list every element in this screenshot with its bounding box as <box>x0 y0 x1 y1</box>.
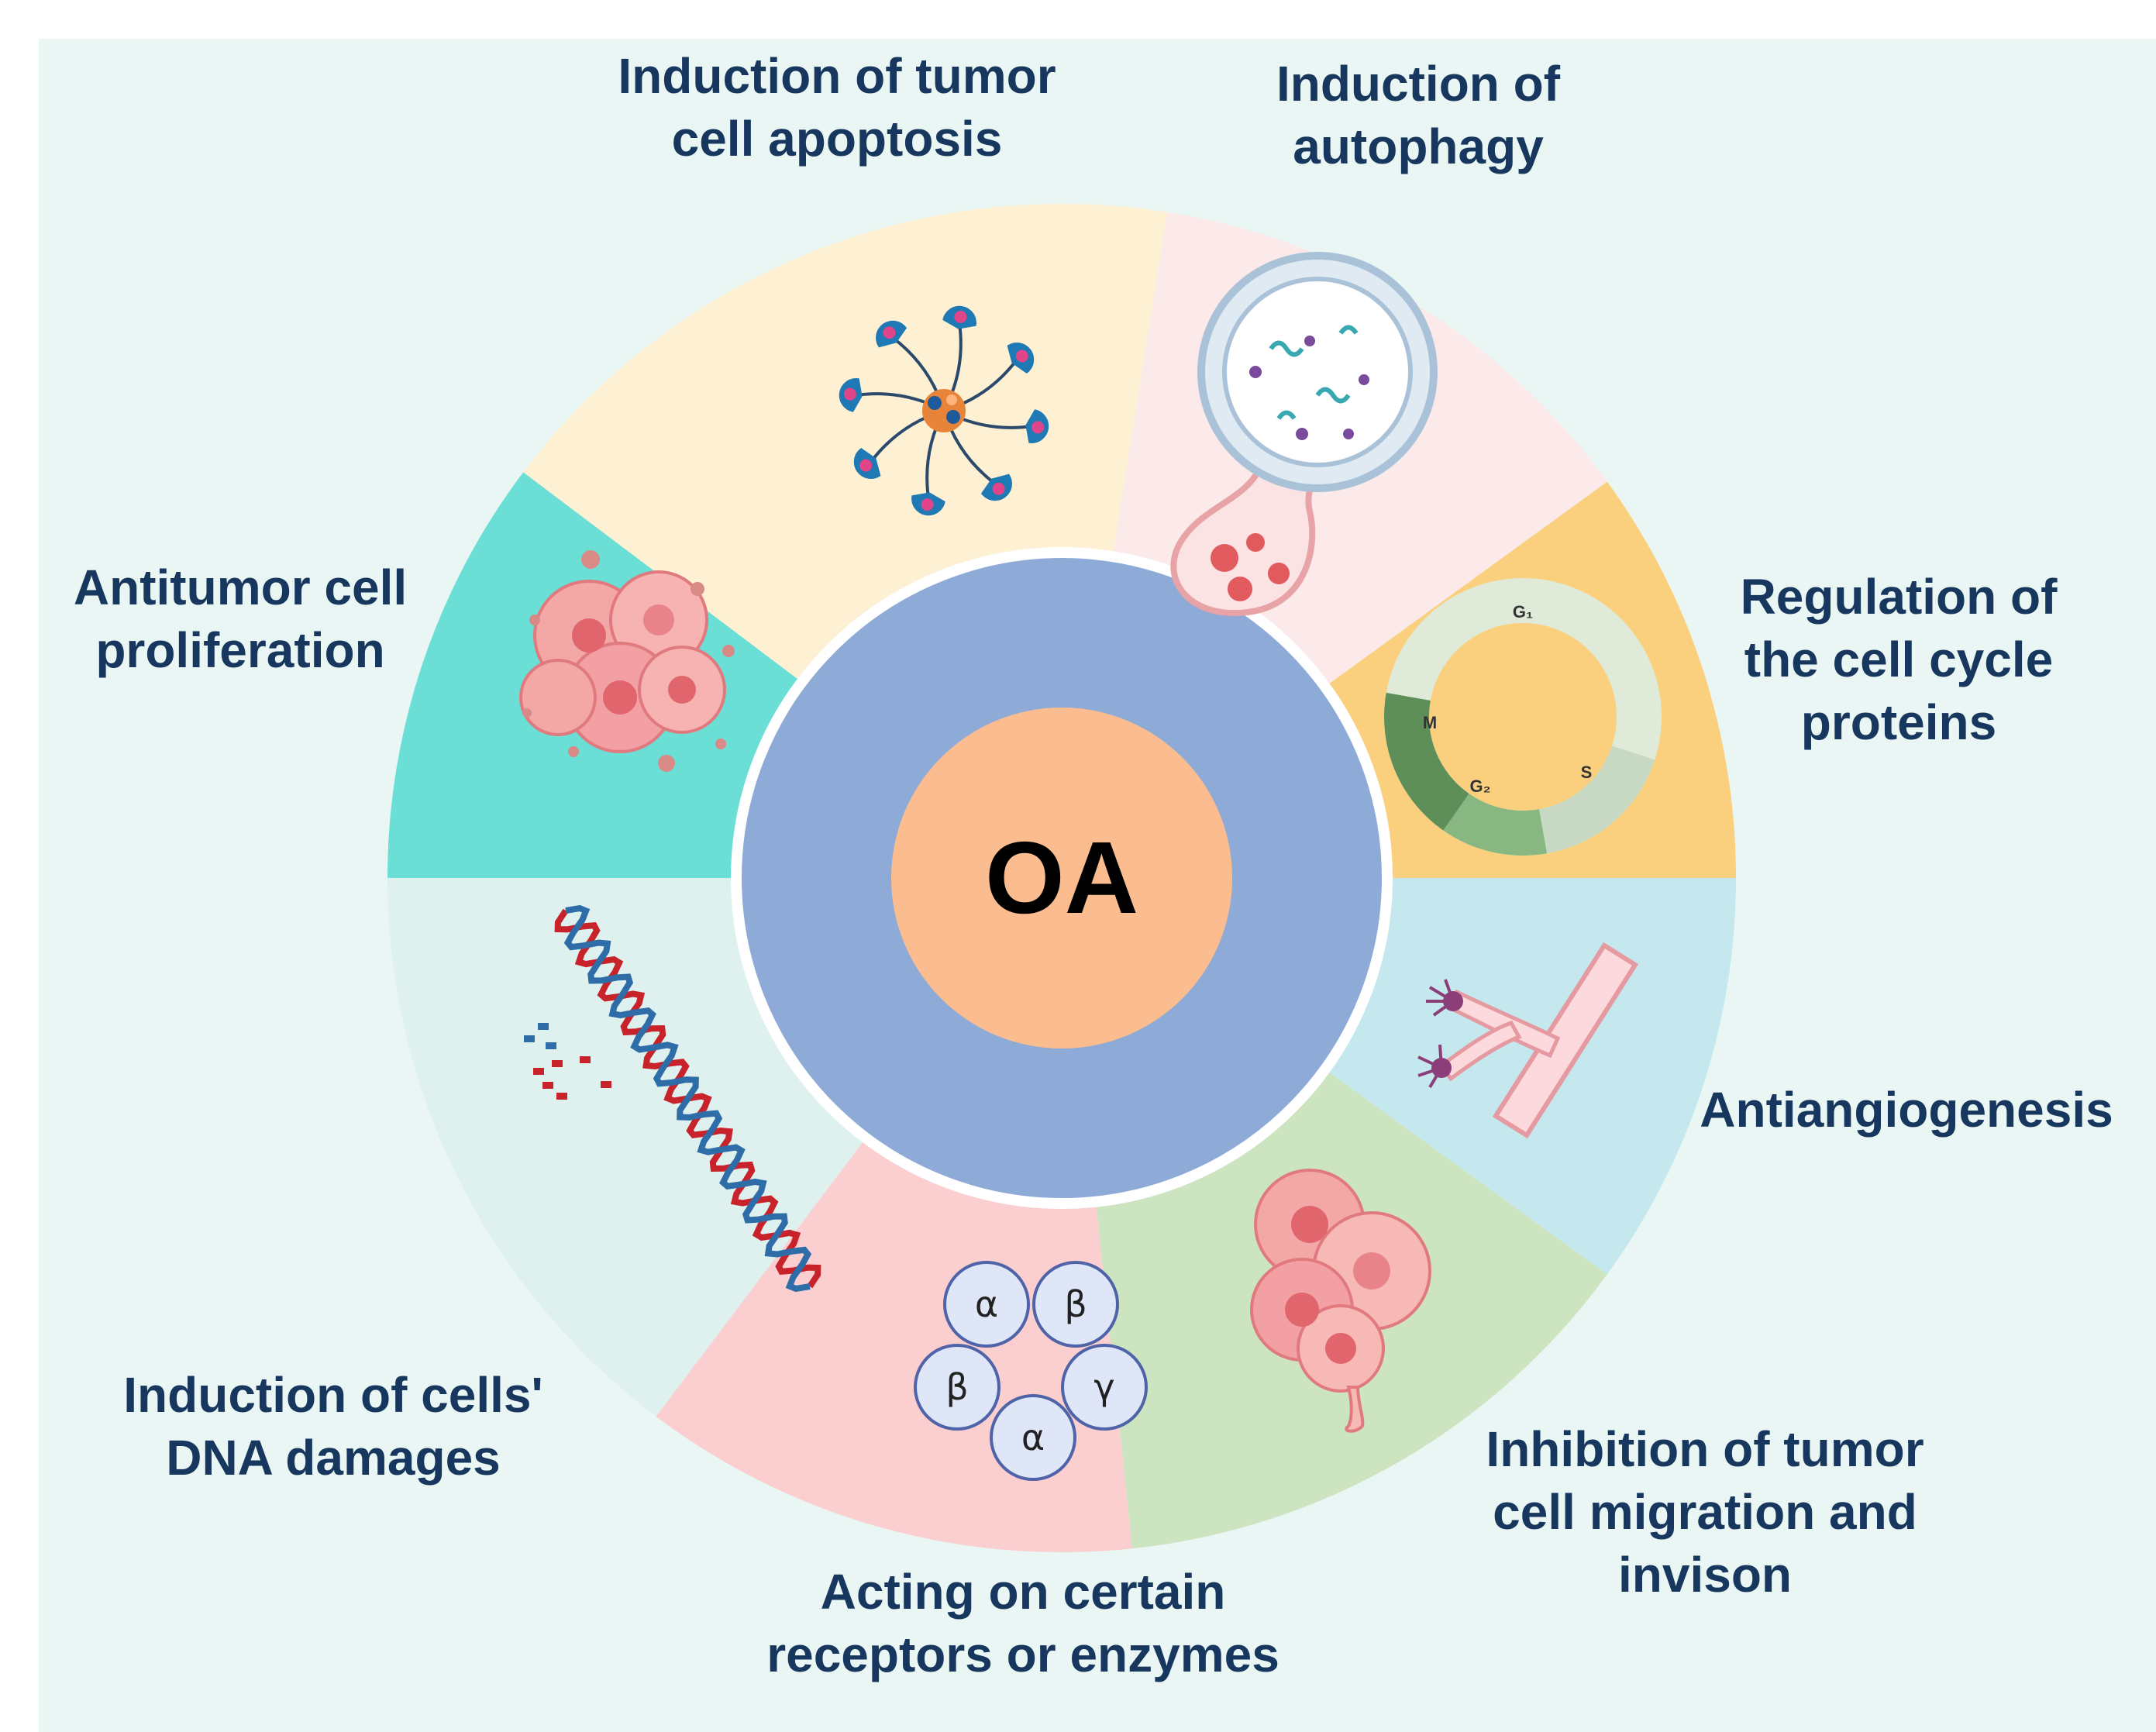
ligand-dot <box>921 498 934 511</box>
receptor-subunit <box>943 1261 1030 1348</box>
receptor-subunit-label: β <box>1064 1283 1087 1325</box>
blood-vessel-icon <box>1417 942 1639 1139</box>
label-autophagy: Induction of autophagy <box>1276 56 1561 174</box>
label-dna: Induction of cells' DNA damages <box>123 1367 543 1486</box>
ligand-dot <box>1032 421 1045 434</box>
ligand-dot <box>843 387 856 401</box>
ligand-dot <box>1015 349 1028 363</box>
proliferating-cells-icon <box>519 550 735 772</box>
center-circle <box>891 708 1232 1048</box>
autophagosome-icon <box>1170 252 1438 617</box>
cell-cycle-icon: G₁ S G₂ M <box>1383 578 1662 856</box>
receptor-subunit <box>1061 1344 1148 1431</box>
label-angio: Antiangiogenesis <box>1700 1082 2113 1138</box>
receptor-subunit <box>1032 1261 1119 1348</box>
ligand-dot <box>954 310 967 323</box>
apoptosis-receptor-icon <box>839 305 1049 516</box>
ligand-dot <box>883 326 896 339</box>
ligand-dot <box>992 482 1005 495</box>
label-migration: Inhibition of tumor cell migration and i… <box>1486 1421 1924 1603</box>
label-receptors: Acting on certain receptors or enzymes <box>766 1564 1279 1682</box>
receptor-subunit-label: α <box>1021 1417 1045 1458</box>
label-apoptosis: Induction of tumor cell apoptosis <box>618 48 1056 167</box>
cell-cycle-s: S <box>1581 763 1593 782</box>
cell-cycle-m: M <box>1423 713 1437 732</box>
center-label: OA <box>985 821 1138 935</box>
receptor-subunit-label: α <box>975 1283 998 1325</box>
receptor-subunit-label: γ <box>1093 1366 1114 1408</box>
cell-cycle-g2: G₂ <box>1470 776 1491 796</box>
receptor-subunit <box>990 1394 1076 1481</box>
receptor-subunit <box>914 1344 1001 1431</box>
ligand-dot <box>859 459 873 472</box>
cell-cycle-g1: G₁ <box>1513 602 1533 622</box>
dna-damage-icon <box>524 904 821 1293</box>
label-cell-cycle: Regulation of the cell cycle proteins <box>1740 569 2058 750</box>
receptor-subunit-label: β <box>945 1366 968 1408</box>
label-prolif: Antitumor cell proliferation <box>73 560 408 678</box>
tumor-cell-cluster-icon <box>1250 1169 1431 1433</box>
